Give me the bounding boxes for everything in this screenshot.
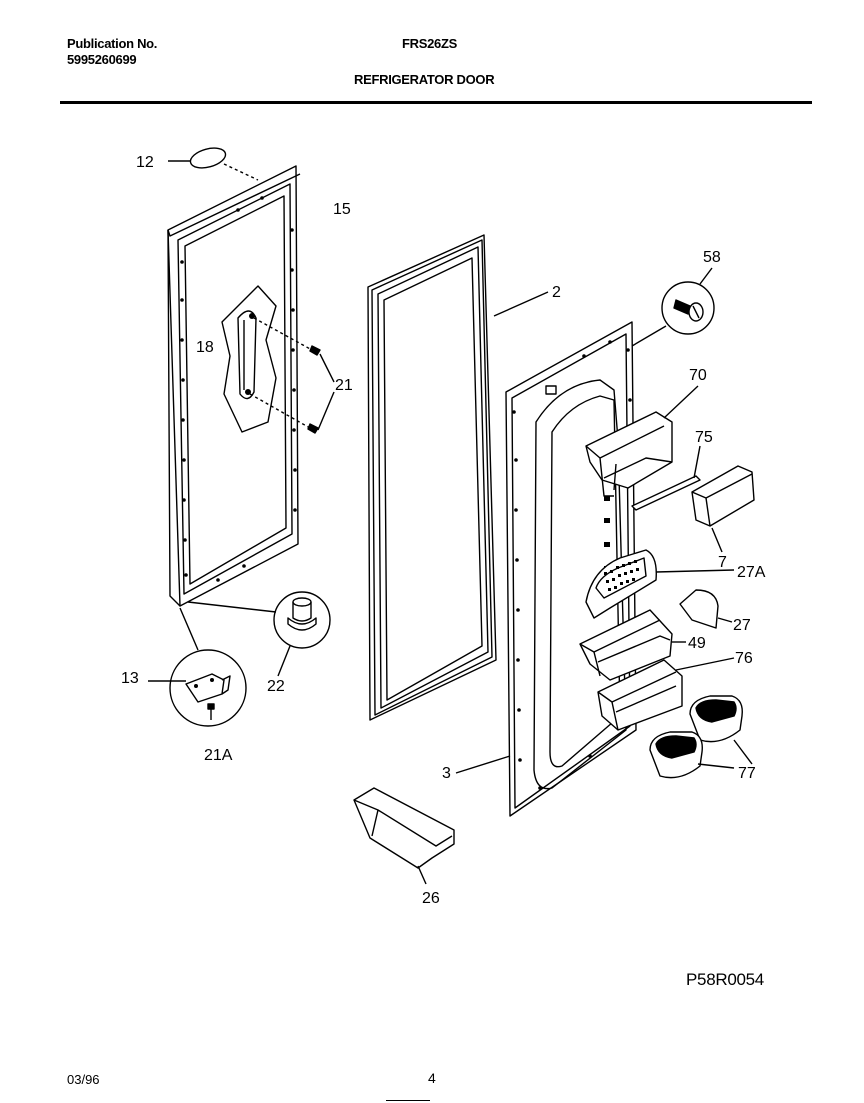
publication-label: Publication No. [67,36,158,51]
callout-77: 77 [738,765,756,782]
callout-18: 18 [196,339,214,356]
callout-2: 2 [552,284,561,301]
callout-3: 3 [442,765,451,782]
part-49-bin [579,609,686,681]
part-26-bin [353,787,455,885]
part-18-handle [221,285,277,433]
part-22-bushing [187,591,331,677]
page-title: REFRIGERATOR DOOR [354,72,495,87]
callout-13: 13 [121,670,139,687]
callout-27A: 27A [737,564,766,581]
callout-75: 75 [695,429,713,446]
revision-date: 03/96 [67,1072,100,1087]
part-75-strip [631,445,701,511]
publication-number: 5995260699 [67,52,137,67]
callout-27: 27 [733,617,751,634]
callout-22: 22 [267,678,285,695]
callout-21: 21 [335,377,353,394]
callout-58: 58 [703,249,721,266]
model-number: FRS26ZS [402,36,457,51]
part-76-bin [597,657,735,731]
callout-76: 76 [735,650,753,667]
callout-26: 26 [422,890,440,907]
part-7-cover [691,465,755,553]
header-rule [60,101,812,104]
diagram-code: P58R0054 [686,970,764,989]
part-21-screws [249,317,335,434]
callout-7: 7 [718,554,727,571]
callout-21A: 21A [204,747,233,764]
part-27A-dairy-door [585,549,735,619]
part-12-nameplate [168,147,259,181]
part-2-gasket [367,234,549,721]
part-13-hinge [148,607,247,727]
callout-12: 12 [136,154,154,171]
part-27-clip [679,589,733,629]
page-number: 4 [428,1070,436,1086]
callout-15: 15 [333,201,351,218]
callout-49: 49 [688,635,706,652]
part-77-trays [649,695,753,779]
footer-rule [386,1100,430,1101]
part-58-screw [631,267,715,347]
part-70-door-bin [585,385,699,497]
callout-70: 70 [689,367,707,384]
